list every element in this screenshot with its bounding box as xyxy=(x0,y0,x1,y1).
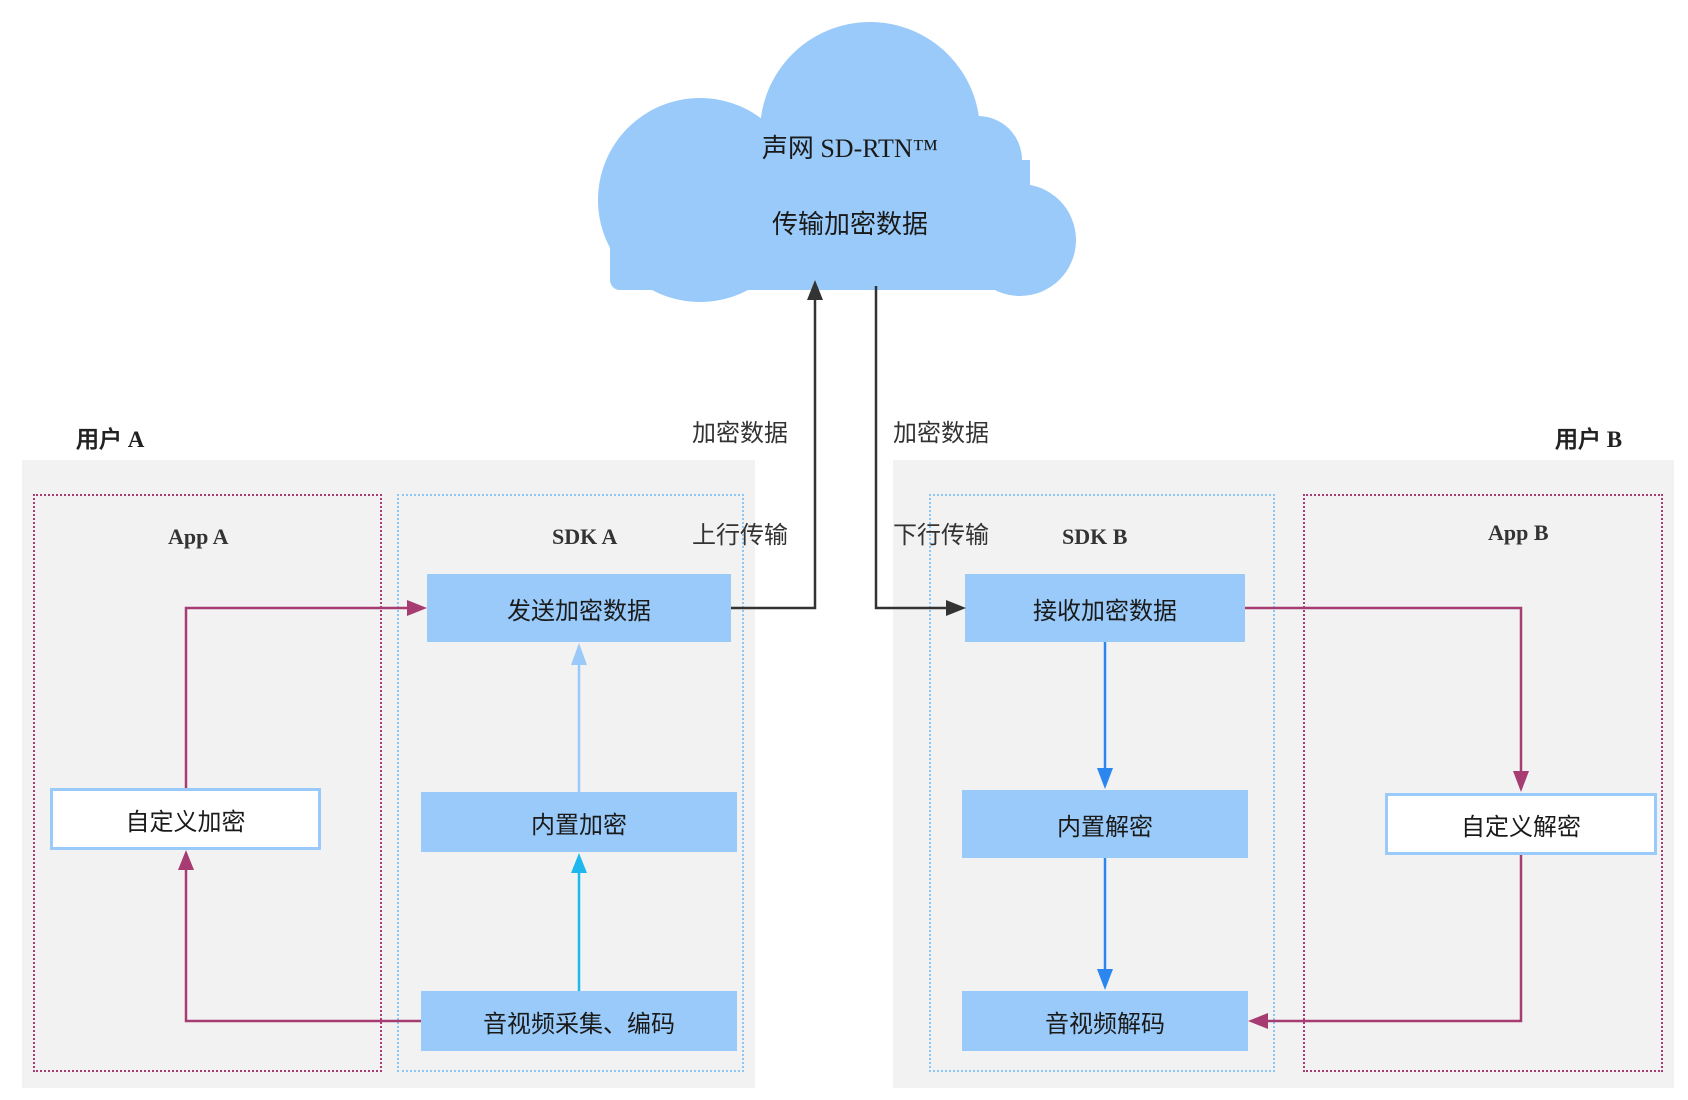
receive-encrypted-data-node: 接收加密数据 xyxy=(965,574,1245,642)
downlink-label-line2: 下行传输 xyxy=(893,521,989,549)
sdk-a-title: SDK A xyxy=(552,524,618,549)
builtin-decrypt-node: 内置解密 xyxy=(962,790,1248,858)
cloud-title-wrap: 声网 SD-RTN™ xyxy=(600,128,1100,165)
uplink-label-line1: 加密数据 xyxy=(692,419,788,447)
decode-node: 音视频解码 xyxy=(962,991,1248,1051)
app-b-container xyxy=(1303,494,1663,1072)
downlink-label: 加密数据 下行传输 xyxy=(893,348,989,586)
cloud-subtitle-wrap: 传输加密数据 xyxy=(600,204,1100,241)
uplink-label-line2: 上行传输 xyxy=(692,521,788,549)
app-a-title: App A xyxy=(168,524,229,549)
custom-encrypt-node: 自定义加密 xyxy=(50,788,321,850)
cloud-subtitle: 传输加密数据 xyxy=(771,210,928,240)
user-a-label: 用户 A xyxy=(76,427,145,452)
custom-decrypt-node: 自定义解密 xyxy=(1385,793,1657,855)
downlink-label-line1: 加密数据 xyxy=(893,419,989,447)
sdk-b-title: SDK B xyxy=(1062,524,1128,549)
uplink-label: 加密数据 上行传输 xyxy=(692,348,788,586)
builtin-encrypt-node: 内置加密 xyxy=(421,792,737,852)
sdk-b-container xyxy=(929,494,1275,1072)
send-encrypted-data-node: 发送加密数据 xyxy=(427,574,731,642)
app-b-title: App B xyxy=(1488,520,1549,545)
cloud-title: 声网 SD-RTN™ xyxy=(761,134,939,163)
capture-encode-node: 音视频采集、编码 xyxy=(421,991,737,1051)
user-b-label: 用户 B xyxy=(1555,427,1623,452)
